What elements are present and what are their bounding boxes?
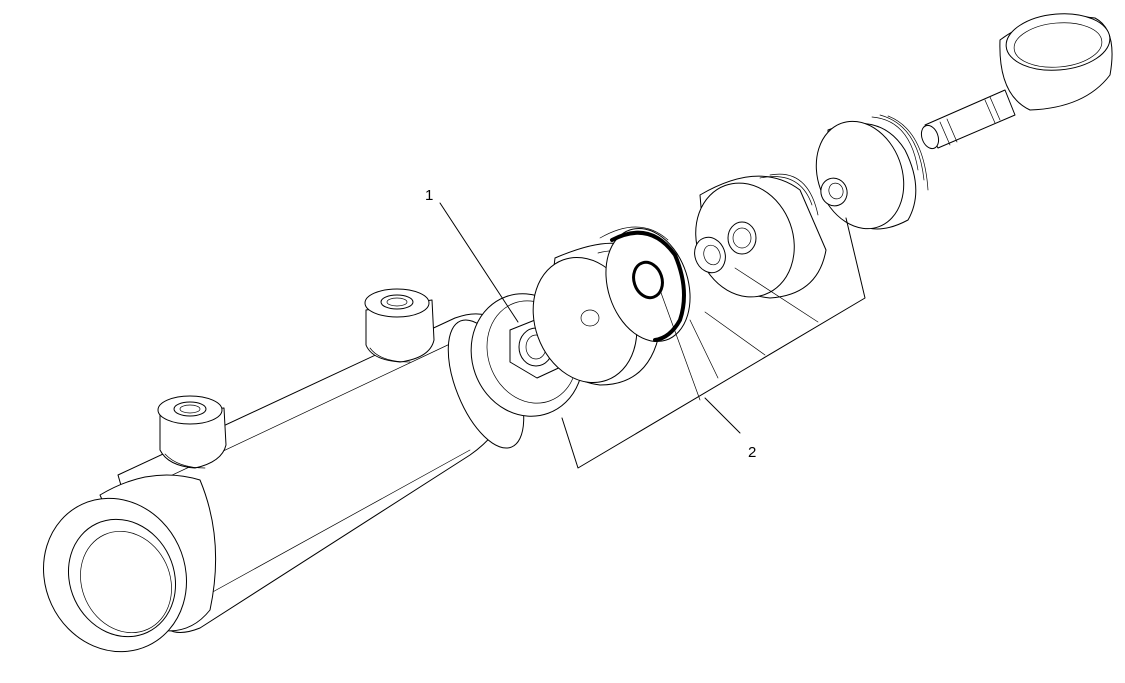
cylinder-barrel bbox=[43, 313, 525, 653]
rod-wiper bbox=[694, 236, 726, 274]
rod-eye bbox=[999, 13, 1113, 111]
port-upper bbox=[364, 288, 435, 363]
callout-label-1: 1 bbox=[425, 187, 433, 204]
end-cap-seal bbox=[820, 177, 848, 207]
callout-leader-2 bbox=[704, 397, 741, 434]
seal-kit-bracket bbox=[561, 217, 866, 469]
piston-rod bbox=[920, 89, 1016, 150]
port-lower bbox=[157, 395, 227, 469]
callout-leader-1 bbox=[439, 202, 519, 323]
piston-seal-ring bbox=[599, 226, 691, 343]
callout-label-2: 2 bbox=[748, 444, 756, 461]
end-cap bbox=[815, 114, 929, 230]
